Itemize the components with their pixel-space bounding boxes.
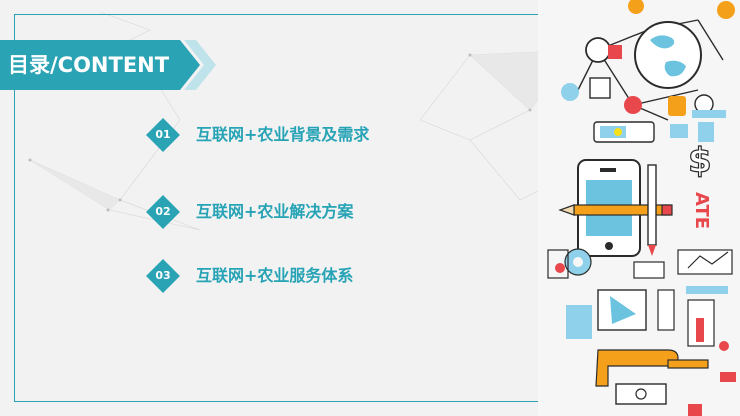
- page-title: 目录/CONTENT: [8, 53, 170, 77]
- toc-item-1[interactable]: 01 互联网+农业背景及需求: [146, 118, 447, 152]
- title-banner: 目录/CONTENT: [0, 40, 220, 90]
- dollar-icon: $: [688, 141, 712, 181]
- toc-item-label: 互联网+农业服务体系: [196, 266, 354, 285]
- toc-item-number: 02: [155, 205, 171, 218]
- technology-illustration: $ ATE: [538, 0, 740, 416]
- pencil-icon: [558, 204, 673, 216]
- banknote-icon: [615, 383, 667, 405]
- toc-item-label: 互联网+农业解决方案: [196, 202, 354, 221]
- chalkboard-text: ATE: [691, 192, 712, 229]
- toc-item-number: 01: [155, 128, 171, 141]
- toc-item-2[interactable]: 02 互联网+农业解决方案: [146, 195, 447, 229]
- toc-item-3[interactable]: 03 互联网+农业服务体系: [146, 259, 447, 293]
- globe-icon: [634, 21, 702, 89]
- toc-item-label: 互联网+农业背景及需求: [196, 125, 370, 144]
- toc-item-number: 03: [155, 269, 171, 282]
- banner-shape: [0, 40, 216, 90]
